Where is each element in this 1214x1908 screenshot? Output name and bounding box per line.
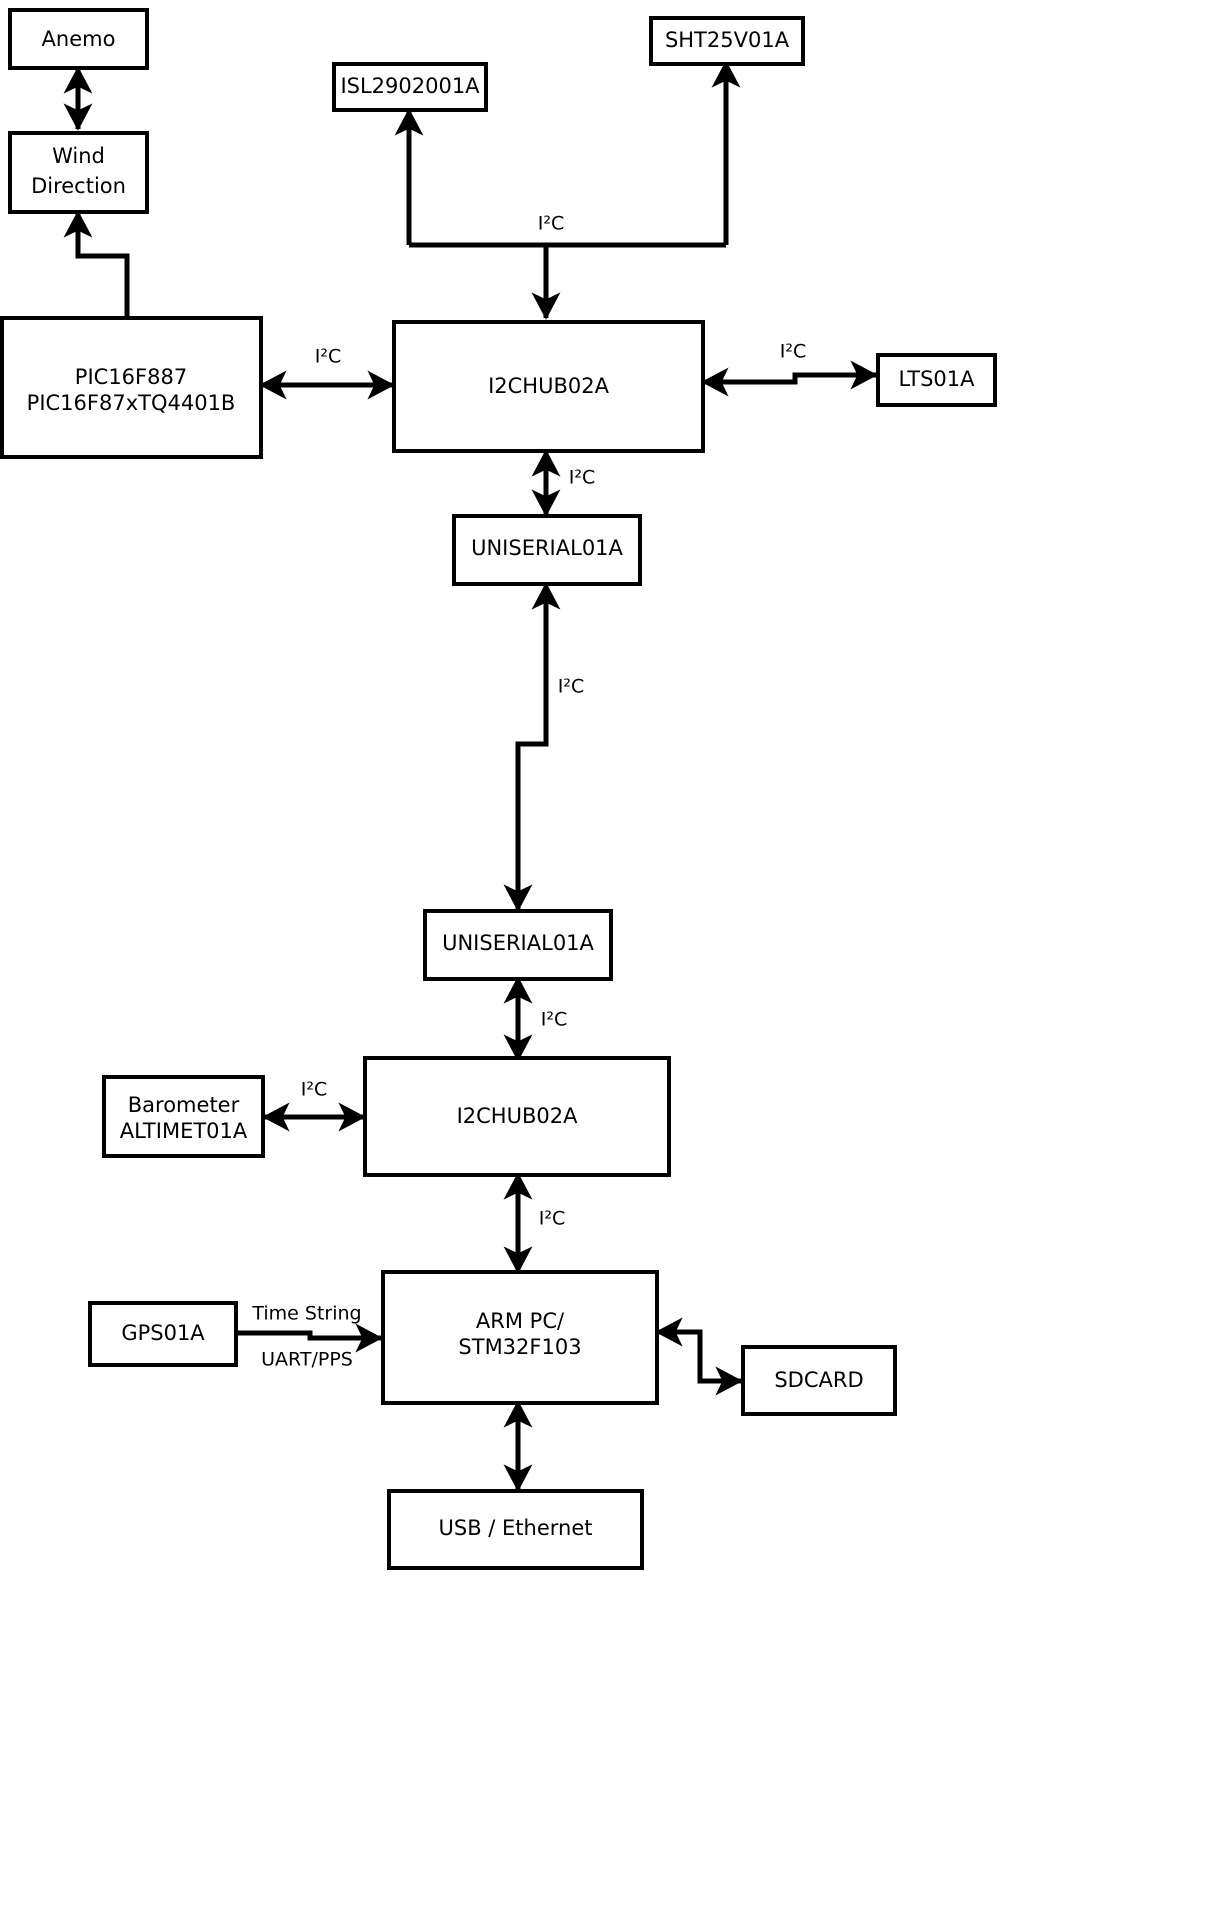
node-barometer-altimet01a[interactable]: Barometer ALTIMET01A bbox=[102, 1075, 265, 1158]
edge-label-gps-uart-pps: UART/PPS bbox=[261, 1349, 353, 1371]
node-i2chub02a-bottom-box[interactable] bbox=[363, 1056, 671, 1177]
edge-label-i2c-uniserial-hub-bottom: I²C bbox=[541, 1009, 568, 1031]
node-sht25v01a[interactable]: SHT25V01A bbox=[649, 16, 805, 66]
node-uniserial01a-bottom-box[interactable] bbox=[423, 909, 613, 981]
node-i2chub02a-top[interactable]: I2CHUB02A bbox=[392, 320, 705, 453]
edge-label-i2c-hub-uniserial: I²C bbox=[569, 467, 596, 489]
node-isl2902001a-label: ISL2902001A bbox=[340, 74, 480, 98]
edge-label-i2c-bus-top: I²C bbox=[538, 213, 565, 235]
node-pic16f887-box[interactable] bbox=[0, 316, 263, 459]
node-usb-ethernet-label: USB / Ethernet bbox=[439, 1516, 593, 1540]
node-barometer-label-line2: ALTIMET01A bbox=[120, 1119, 248, 1143]
edge-hub-top-lts bbox=[701, 360, 878, 397]
node-sdcard[interactable]: SDCARD bbox=[741, 1345, 897, 1416]
node-anemo[interactable]: Anemo bbox=[8, 8, 149, 70]
node-uniserial01a-bottom-label: UNISERIAL01A bbox=[442, 931, 594, 955]
node-anemo-box[interactable] bbox=[8, 8, 149, 70]
node-lts01a-box[interactable] bbox=[876, 353, 997, 407]
node-wind-direction[interactable]: Wind Direction bbox=[8, 131, 149, 214]
node-barometer-altimet01a-box[interactable] bbox=[102, 1075, 265, 1158]
node-isl2902001a-box[interactable] bbox=[332, 62, 488, 112]
edge-arm-sdcard bbox=[655, 1317, 743, 1396]
node-sdcard-label: SDCARD bbox=[774, 1368, 863, 1392]
edge-line bbox=[503, 582, 561, 912]
node-gps01a[interactable]: GPS01A bbox=[88, 1301, 238, 1367]
edge-i2c-bus-top bbox=[394, 60, 741, 320]
node-pic16f887-label-line2: PIC16F87xTQ4401B bbox=[27, 391, 236, 415]
edge-line bbox=[63, 210, 130, 318]
edge-label-i2c-uniserial-link: I²C bbox=[558, 676, 585, 698]
node-gps01a-label: GPS01A bbox=[121, 1321, 205, 1345]
node-arm-pc-stm32f103[interactable]: ARM PC/ STM32F103 bbox=[381, 1270, 659, 1405]
node-barometer-label-line1: Barometer bbox=[128, 1093, 240, 1117]
node-wind-direction-label-line1: Wind bbox=[52, 144, 105, 168]
edge-label-i2c-hub-lts: I²C bbox=[780, 341, 807, 363]
node-sht25v01a-label: SHT25V01A bbox=[665, 28, 790, 52]
node-gps01a-box[interactable] bbox=[88, 1301, 238, 1367]
node-i2chub02a-bottom[interactable]: I2CHUB02A bbox=[363, 1056, 671, 1177]
node-arm-pc-label-line1: ARM PC/ bbox=[476, 1309, 565, 1333]
node-i2chub02a-top-box[interactable] bbox=[392, 320, 705, 453]
node-wind-direction-box[interactable] bbox=[8, 131, 149, 214]
node-wind-direction-label-line2: Direction bbox=[31, 174, 126, 198]
node-sht25v01a-box[interactable] bbox=[649, 16, 805, 66]
edge-gps-arm bbox=[237, 1323, 383, 1353]
edge-label-i2c-hub-arm: I²C bbox=[539, 1208, 566, 1230]
node-anemo-label: Anemo bbox=[42, 27, 116, 51]
edge-line bbox=[237, 1323, 383, 1353]
edge-label-i2c-barometer-hub: I²C bbox=[301, 1079, 328, 1101]
node-uniserial01a-top-box[interactable] bbox=[452, 514, 642, 586]
node-lts01a-label: LTS01A bbox=[898, 367, 975, 391]
node-i2chub02a-top-label: I2CHUB02A bbox=[488, 374, 610, 398]
node-usb-ethernet[interactable]: USB / Ethernet bbox=[387, 1489, 644, 1570]
edge-label-i2c-pic-hub: I²C bbox=[315, 346, 342, 368]
node-uniserial01a-bottom[interactable]: UNISERIAL01A bbox=[423, 909, 613, 981]
edge-uniserial-top-bottom bbox=[503, 582, 561, 912]
edge-label-gps-time-string: Time String bbox=[251, 1303, 361, 1325]
node-i2chub02a-bottom-label: I2CHUB02A bbox=[457, 1104, 579, 1128]
node-uniserial01a-top-label: UNISERIAL01A bbox=[471, 536, 623, 560]
node-lts01a[interactable]: LTS01A bbox=[876, 353, 997, 407]
edge-line bbox=[655, 1317, 743, 1396]
node-arm-pc-label-line2: STM32F103 bbox=[458, 1335, 581, 1359]
node-isl2902001a[interactable]: ISL2902001A bbox=[332, 62, 488, 112]
node-pic16f887[interactable]: PIC16F887 PIC16F87xTQ4401B bbox=[0, 316, 263, 459]
edge-line bbox=[701, 360, 878, 397]
edge-pic-to-wind-direction bbox=[63, 210, 130, 318]
node-arm-pc-box[interactable] bbox=[381, 1270, 659, 1405]
node-pic16f887-label-line1: PIC16F887 bbox=[75, 365, 187, 389]
node-usb-ethernet-box[interactable] bbox=[387, 1489, 644, 1570]
node-uniserial01a-top[interactable]: UNISERIAL01A bbox=[452, 514, 642, 586]
node-sdcard-box[interactable] bbox=[741, 1345, 897, 1416]
